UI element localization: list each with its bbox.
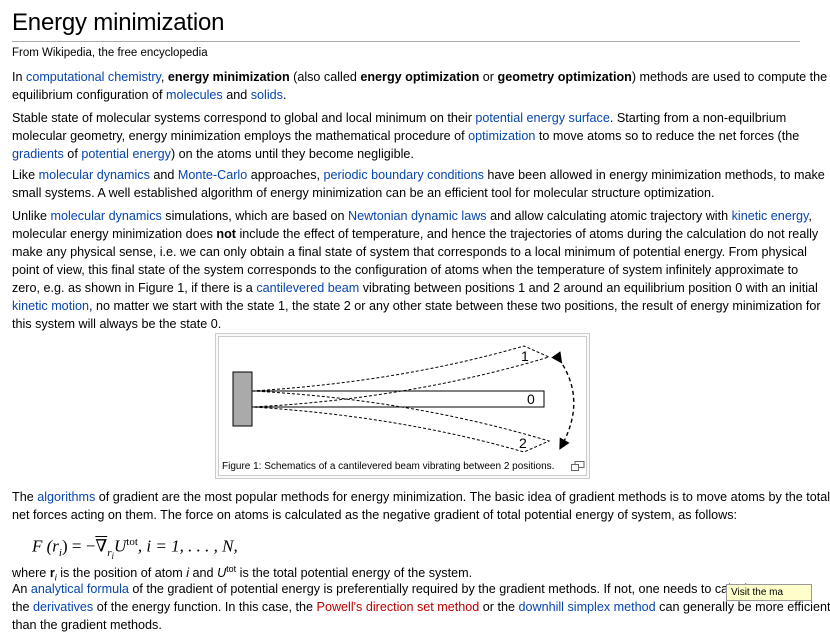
link-cantilevered-beam[interactable]: cantilevered beam — [256, 281, 360, 295]
link-periodic-boundary-conditions[interactable]: periodic boundary conditions — [323, 168, 484, 182]
beam-label-0: 0 — [527, 391, 535, 407]
paragraph-where: where ri is the position of atom i and U… — [12, 564, 473, 583]
link-analytical-formula[interactable]: analytical formula — [30, 582, 129, 596]
beam-position-0 — [251, 390, 545, 408]
beam-label-1: 1 — [521, 348, 529, 364]
cantilever-beam-diagram: 1 0 2 — [232, 345, 575, 453]
figure-thumbnail: 1 0 2 Figure 1: Schematics of a cantilev… — [215, 333, 590, 479]
force-formula: F (ri) = −∇riUtot, i = 1, . . . , N, — [32, 536, 238, 562]
vibration-arrow — [551, 351, 575, 450]
paragraph-gradient-algorithms: The algorithms of gradient are the most … — [12, 490, 830, 522]
link-downhill-simplex-method[interactable]: downhill simplex method — [518, 600, 656, 614]
link-monte-carlo[interactable]: Monte-Carlo — [177, 168, 248, 182]
link-gradients[interactable]: gradients — [12, 147, 64, 161]
beam-label-2: 2 — [519, 435, 527, 451]
paragraph-stable-state: Stable state of molecular systems corres… — [12, 111, 800, 161]
link-potential-energy[interactable]: potential energy — [81, 147, 171, 161]
paragraph-intro: In computational chemistry, energy minim… — [12, 70, 828, 102]
beam-position-2 — [251, 390, 551, 453]
figure-image-frame[interactable]: 1 0 2 — [218, 336, 587, 476]
page-title: Energy minimization — [12, 8, 800, 42]
beam-position-1 — [251, 345, 551, 408]
link-molecules[interactable]: molecules — [166, 88, 223, 102]
link-derivatives[interactable]: derivatives — [33, 600, 94, 614]
link-newtonian-dynamic-laws[interactable]: Newtonian dynamic laws — [348, 209, 487, 223]
link-kinetic-energy[interactable]: kinetic energy — [731, 209, 809, 223]
magnify-icon[interactable] — [571, 461, 585, 471]
link-powells-direction-set-method[interactable]: Powell's direction set method — [316, 600, 480, 614]
figure-caption: Figure 1: Schematics of a cantilevered b… — [222, 461, 555, 472]
link-solids[interactable]: solids — [250, 88, 283, 102]
link-potential-energy-surface[interactable]: potential energy surface — [475, 111, 610, 125]
article: Energy minimization From Wikipedia, the … — [12, 0, 830, 632]
paragraph-analytical-formula: An analytical formula of the gradient of… — [12, 582, 830, 632]
link-algorithms[interactable]: algorithms — [37, 490, 96, 504]
link-optimization[interactable]: optimization — [468, 129, 536, 143]
wall-support — [232, 371, 253, 427]
paragraph-unlike-md: Unlike molecular dynamics simulations, w… — [12, 209, 821, 331]
link-tooltip: Visit the ma — [726, 584, 812, 601]
link-computational-chemistry[interactable]: computational chemistry — [26, 70, 161, 84]
site-subtitle: From Wikipedia, the free encyclopedia — [12, 47, 208, 59]
paragraph-pbc: Like molecular dynamics and Monte-Carlo … — [12, 168, 825, 200]
link-molecular-dynamics-2[interactable]: molecular dynamics — [50, 209, 162, 223]
link-molecular-dynamics[interactable]: molecular dynamics — [38, 168, 150, 182]
link-kinetic-motion[interactable]: kinetic motion — [12, 299, 89, 313]
